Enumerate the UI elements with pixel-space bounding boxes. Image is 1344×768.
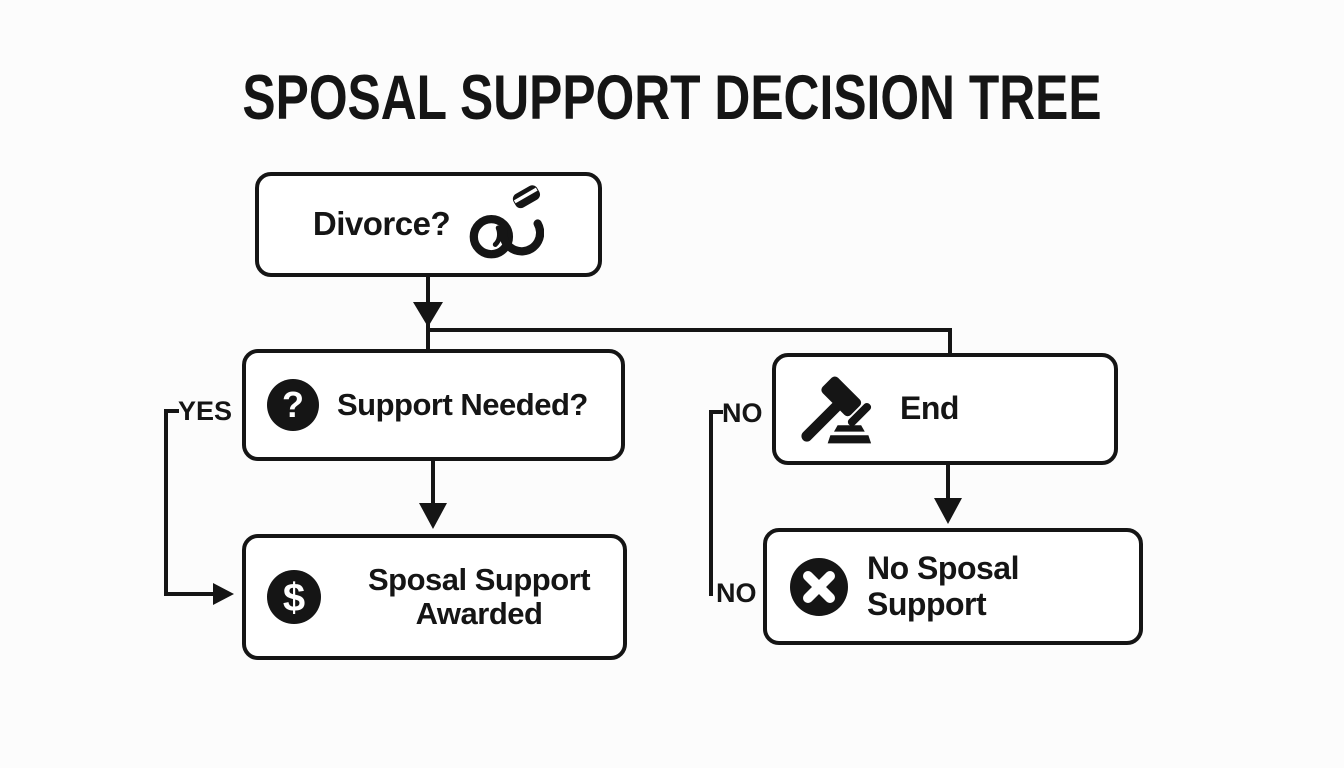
node-support-awarded-line1: Sposal Support (368, 562, 591, 597)
node-end-label: End (900, 390, 959, 427)
gavel-icon (801, 376, 872, 444)
dollar-sign-icon: $ (267, 570, 321, 624)
edge-label-no-top: NO (722, 398, 763, 428)
node-divorce-label: Divorce? (312, 205, 451, 243)
node-support-awarded-label: Sposal Support Awarded (368, 562, 591, 631)
node-support-needed: ? Support Needed? (242, 349, 625, 461)
node-no-support-label: No Sposal Support (867, 550, 1019, 622)
node-divorce: Divorce? (255, 172, 602, 277)
node-support-awarded: $ Sposal Support Awarded (242, 534, 627, 660)
node-support-needed-label: Support Needed? (337, 386, 588, 422)
node-no-support: No Sposal Support (763, 528, 1143, 645)
page-title: SPOSAL SUPPORT DECISION TREE (242, 63, 1102, 133)
edge-label-no-bottom: NO (716, 578, 757, 608)
node-support-awarded-line2: Awarded (415, 596, 543, 631)
node-end: End (772, 353, 1118, 465)
cross-icon (790, 557, 848, 616)
edge-label-yes: YES (178, 396, 233, 426)
question-mark-icon: ? (267, 379, 319, 431)
wedding-rings-icon (469, 184, 545, 258)
question-glyph: ? (282, 384, 304, 425)
dollar-glyph: $ (283, 576, 305, 620)
